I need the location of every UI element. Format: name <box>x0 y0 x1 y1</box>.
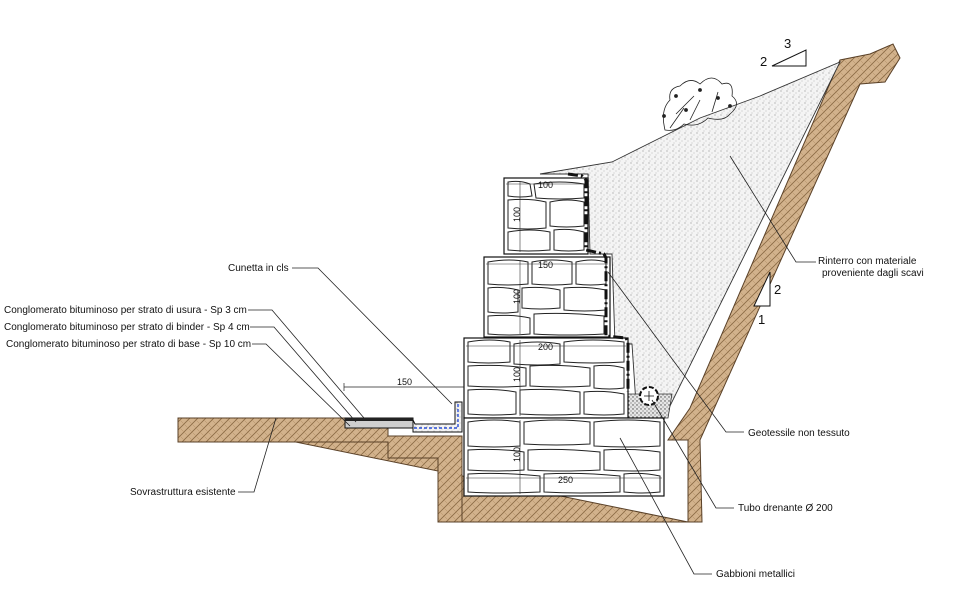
gabion-1-stones <box>507 180 585 252</box>
gabion-dimension-lines <box>466 182 662 494</box>
label-rinterro-1: Rinterro con materiale <box>818 256 917 267</box>
slope-side-run: 1 <box>758 312 765 327</box>
leader-geotessile <box>607 271 744 433</box>
gabion-3-stones <box>467 339 625 416</box>
leader-tubo <box>651 399 734 509</box>
slope-top-rise: 2 <box>760 54 767 69</box>
label-tubo: Tubo drenante Ø 200 <box>738 503 833 514</box>
leader-base <box>252 343 351 427</box>
dim-g1-width: 100 <box>538 180 553 190</box>
slope-triangle-side <box>753 271 771 307</box>
leader-rinterro <box>729 155 816 263</box>
shrub-icon <box>662 77 737 131</box>
dim-road-offset: 150 <box>397 377 412 387</box>
dim-g3-width: 200 <box>538 342 553 352</box>
slope-side-rise: 2 <box>774 282 781 297</box>
cunetta-waterproof-line <box>414 404 459 429</box>
slope-triangle-top <box>771 49 807 67</box>
dim-g1-height: 100 <box>512 207 522 222</box>
label-binder: Conglomerato bituminoso per strato di bi… <box>4 322 250 333</box>
ground-strip-left <box>177 417 463 523</box>
leader-sovrastruttura <box>238 417 277 493</box>
gabion-3 <box>463 337 629 419</box>
pavement-usura <box>345 418 413 421</box>
leader-usura <box>248 309 365 419</box>
gabion-4-stones <box>467 419 661 494</box>
label-usura: Conglomerato bituminoso per strato di us… <box>4 305 247 316</box>
label-geotessile: Geotessile non tessuto <box>748 428 850 439</box>
dim-g4-height: 100 <box>512 447 522 462</box>
road-offset-dimension <box>343 383 464 391</box>
leader-binder <box>250 326 357 423</box>
geotextile-line <box>567 172 630 392</box>
dim-g4-width: 250 <box>558 475 573 485</box>
label-gabbioni: Gabbioni metallici <box>716 569 795 580</box>
slope-top-run: 3 <box>784 36 791 51</box>
dim-g2-height: 100 <box>512 289 522 304</box>
label-sovrastruttura: Sovrastruttura esistente <box>130 487 236 498</box>
label-rinterro-2: proveniente dagli scavi <box>822 268 924 279</box>
drain-pipe-cross <box>644 391 654 401</box>
label-base: Conglomerato bituminoso per strato di ba… <box>6 339 251 350</box>
gabion-2 <box>483 256 611 338</box>
leader-cunetta <box>292 267 453 405</box>
leader-gabbioni <box>619 437 712 575</box>
dim-g2-width: 150 <box>538 260 553 270</box>
cunetta <box>412 401 463 433</box>
label-cunetta: Cunetta in cls <box>228 263 289 274</box>
dim-g3-height: 100 <box>512 367 522 382</box>
